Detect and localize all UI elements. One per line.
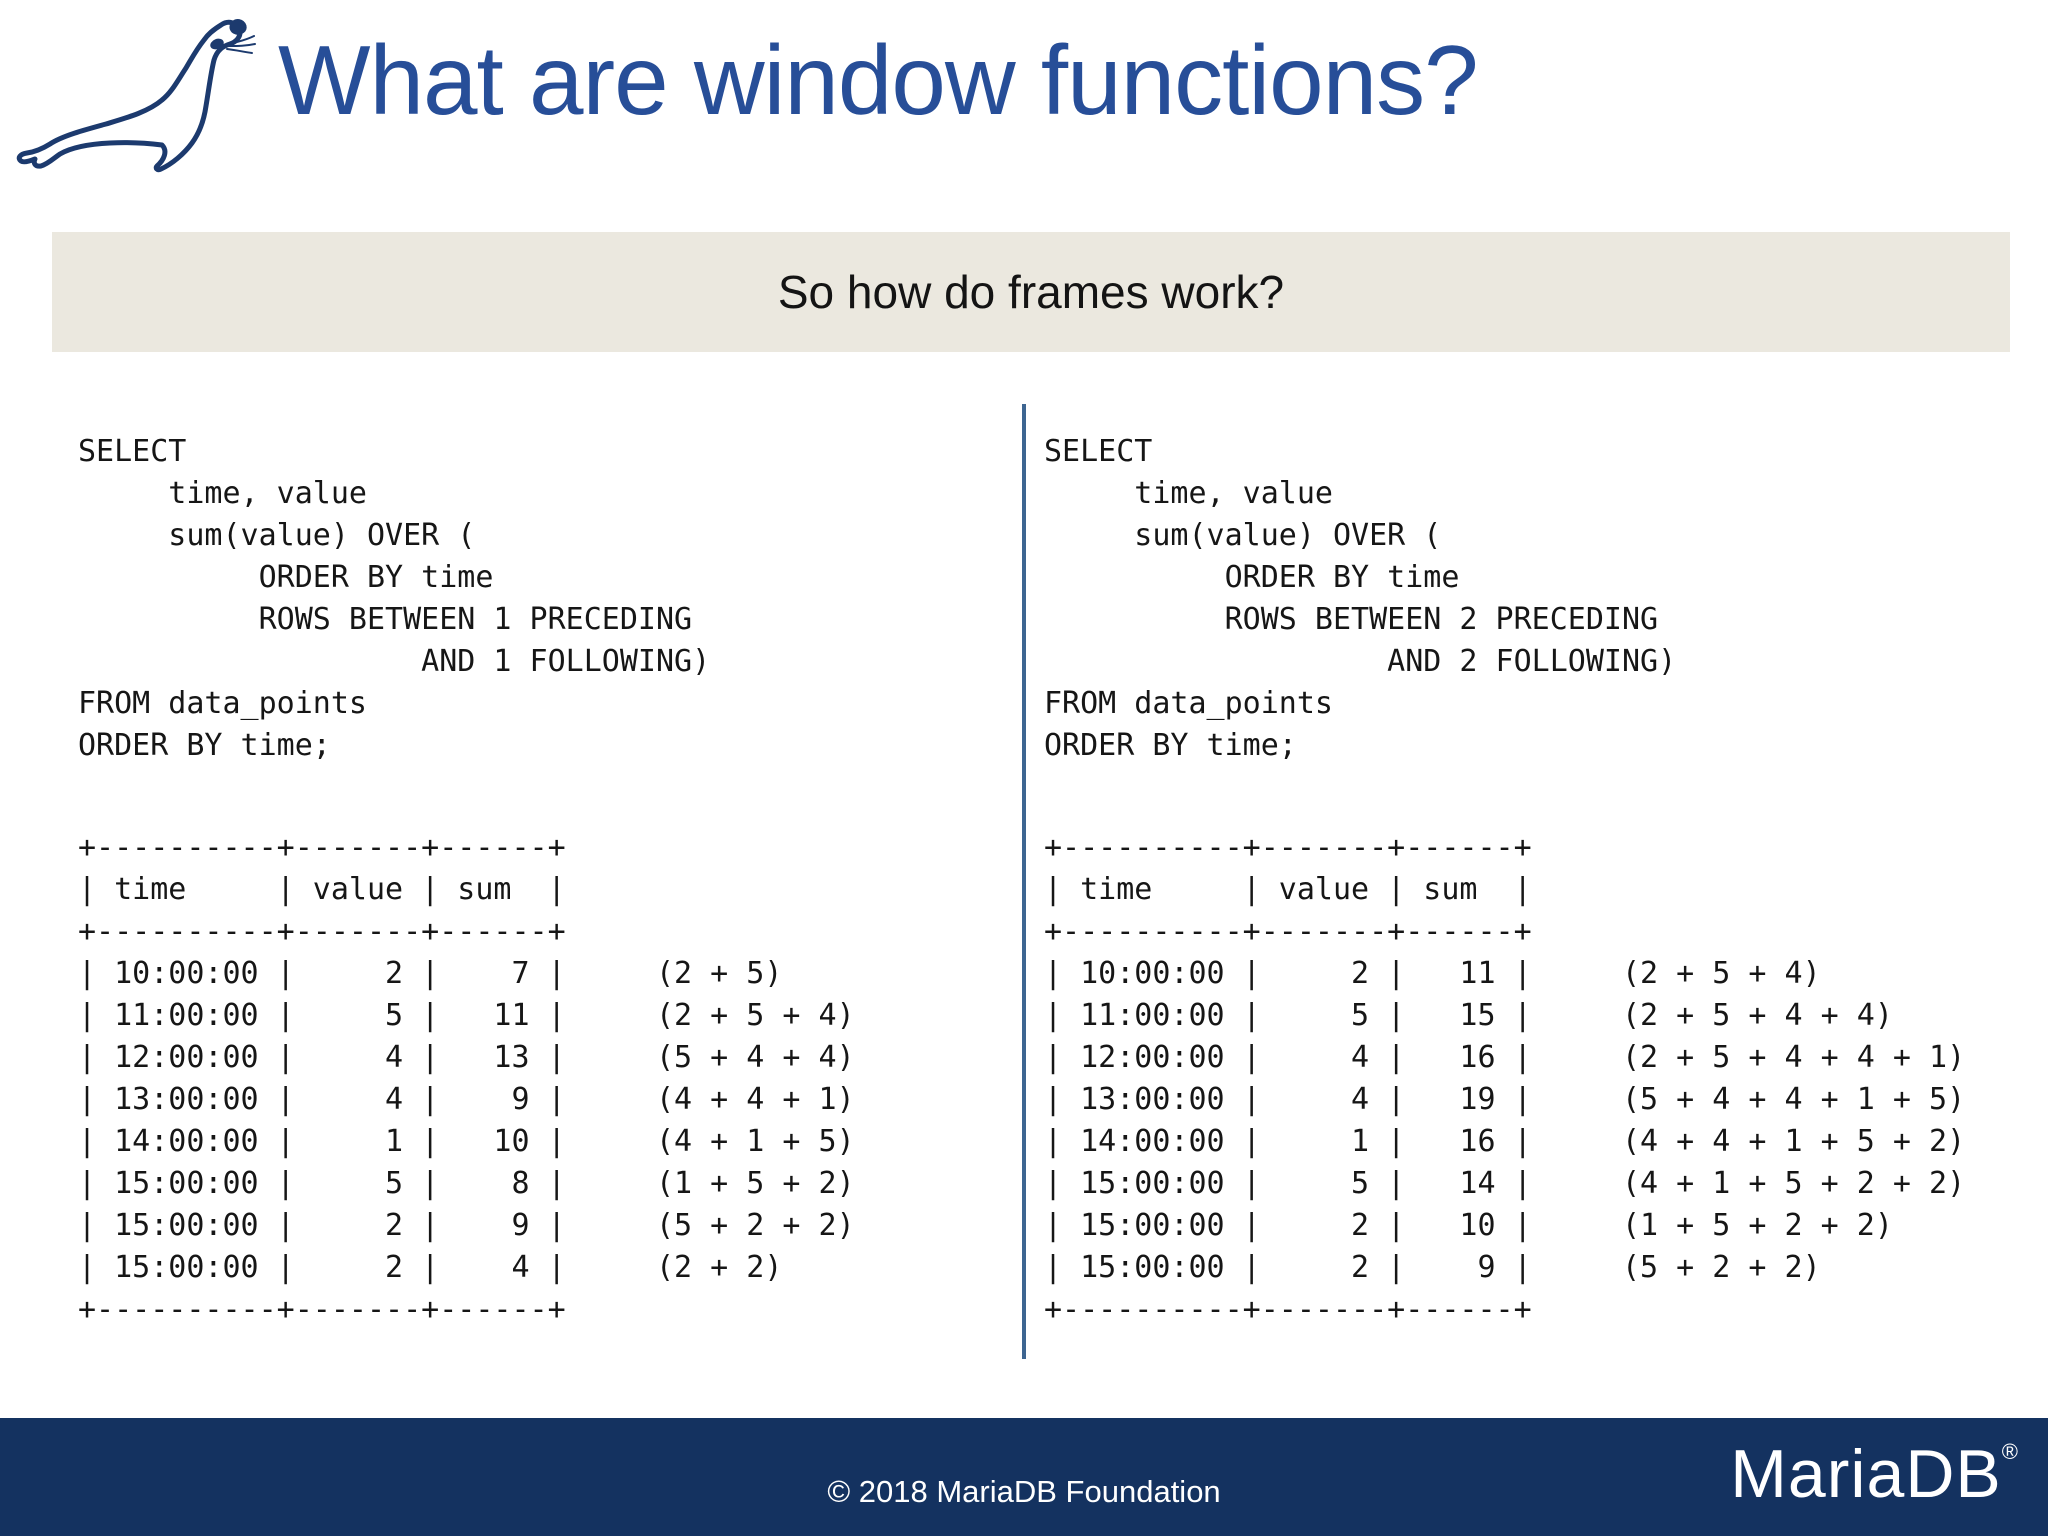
result-table-right: +----------+-------+------+ | time | val… [1044,830,1966,1327]
mariadb-seal-icon [16,19,256,173]
sql-query-left: SELECT time, value sum(value) OVER ( ORD… [78,434,711,763]
registered-mark: ® [2001,1439,2018,1464]
panel-divider [1022,404,1026,1359]
subtitle-banner: So how do frames work? [52,232,2010,352]
page-title: What are window functions? [278,25,1479,135]
sql-query-right: SELECT time, value sum(value) OVER ( ORD… [1044,434,1677,763]
mariadb-wordmark: MariaDB® [1730,1440,2018,1508]
result-table-left: +----------+-------+------+ | time | val… [78,830,855,1327]
footer-bar: © 2018 MariaDB Foundation MariaDB® [0,1418,2048,1536]
subtitle-banner-text: So how do frames work? [777,266,1285,318]
mariadb-wordmark-text: MariaDB [1730,1436,2002,1512]
copyright-text: © 2018 MariaDB Foundation [827,1474,1221,1509]
